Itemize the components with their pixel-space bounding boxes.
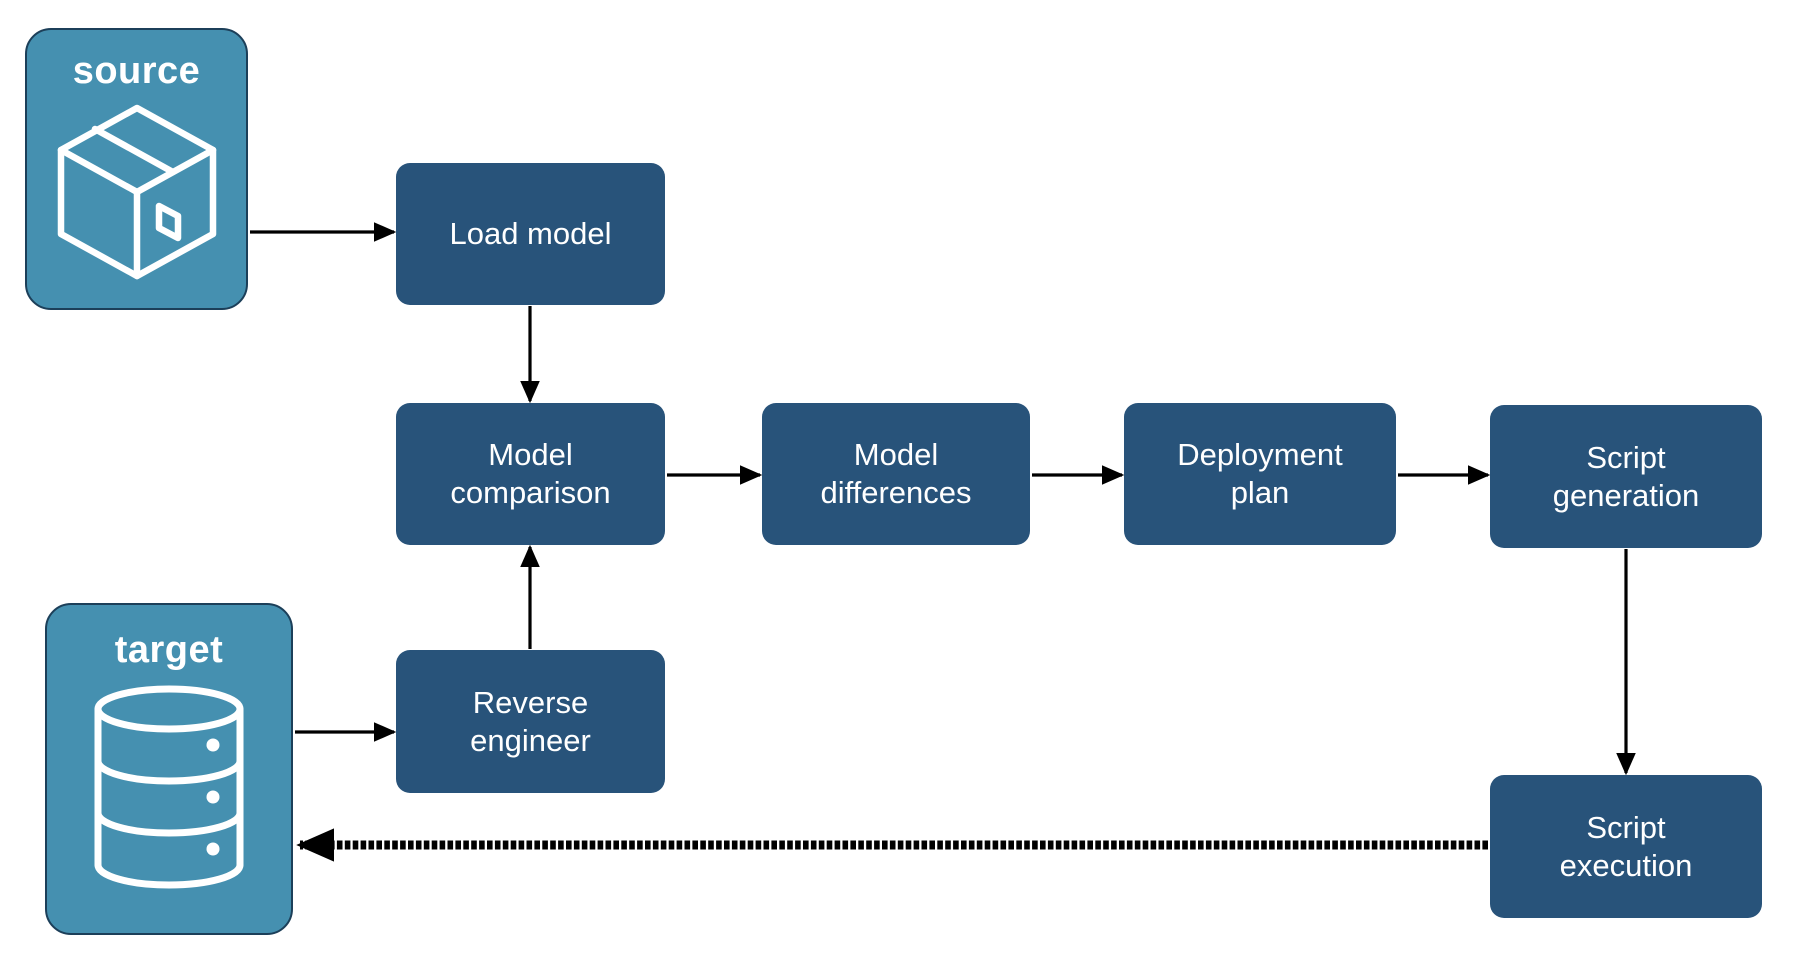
process-reverse-engineer[interactable]: Reverse engineer (396, 650, 665, 793)
process-model-differences[interactable]: Model differences (762, 403, 1030, 545)
database-cylinder-icon (87, 683, 251, 896)
package-box-icon (47, 98, 227, 288)
process-load-model[interactable]: Load model (396, 163, 665, 305)
endpoint-source-label: source (72, 50, 201, 92)
endpoint-target[interactable]: target (45, 603, 293, 935)
process-model-comparison[interactable]: Model comparison (396, 403, 665, 545)
process-deployment-plan[interactable]: Deployment plan (1124, 403, 1396, 545)
endpoint-target-label: target (114, 629, 224, 671)
process-script-execution[interactable]: Script execution (1490, 775, 1762, 918)
endpoint-source[interactable]: source (25, 28, 248, 310)
process-script-generation[interactable]: Script generation (1490, 405, 1762, 548)
